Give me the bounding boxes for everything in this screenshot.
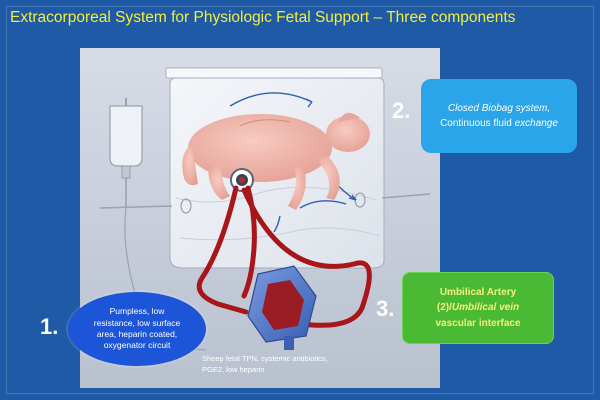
callout-vascular-interface: Umbilical Artery (2)/Umbilical vein vasc… <box>402 272 554 344</box>
callout-biobag-system: Closed Biobag system, Continuous fluid e… <box>421 79 577 153</box>
blood-tubing <box>196 185 372 328</box>
label-number-2: 2. <box>392 98 411 123</box>
treatment-note: Sheep fetal TPN, systemic antibiotics, P… <box>202 354 402 376</box>
callout-3-line-3: vascular interface <box>435 317 521 329</box>
label-number-3: 3. <box>376 296 395 321</box>
treatment-note-line-2: PGE2, low heparin <box>202 364 265 374</box>
callout-1-text: Pumpless, low resistance, low surface ar… <box>93 306 181 351</box>
callout-oxygenator-circuit: Pumpless, low resistance, low surface ar… <box>68 292 206 366</box>
umbilical-connector <box>230 168 254 192</box>
callout-2-line-1: Closed Biobag system, <box>447 103 551 114</box>
treatment-note-line-1: Sheep fetal TPN, systemic antibiotics, <box>202 354 328 363</box>
callout-3-line-2: (2)/Umbilical vein <box>436 302 520 314</box>
slide-title: Extracorporeal System for Physiologic Fe… <box>10 9 516 26</box>
callout-3-line-1: Umbilical Artery <box>439 286 517 298</box>
fetal-lamb-figure <box>182 112 370 210</box>
callout-2-line-2: Continuous fluid exchange <box>440 118 558 129</box>
label-number-1: 1. <box>40 314 59 339</box>
iv-bag-icon <box>109 98 207 351</box>
oxygenator-device-icon <box>247 265 317 350</box>
